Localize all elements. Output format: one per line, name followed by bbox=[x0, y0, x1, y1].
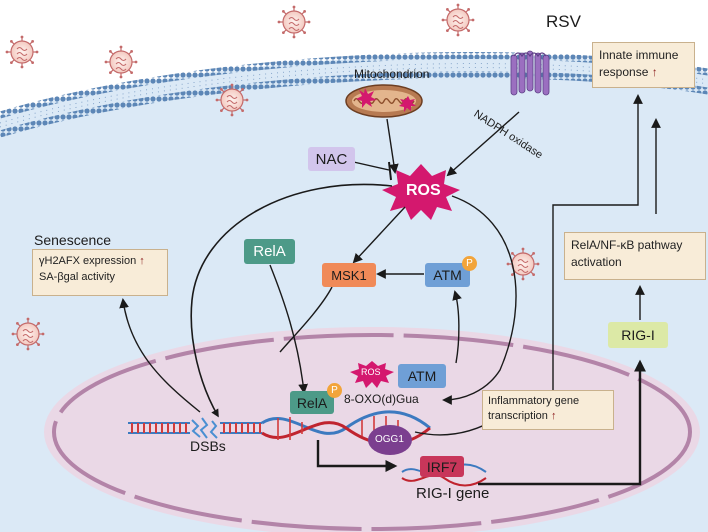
virus-icon bbox=[11, 317, 46, 351]
nuclear-envelope bbox=[52, 333, 692, 531]
virus-icon bbox=[506, 247, 541, 281]
senescence-line-1: γH2AFX expression ↑ bbox=[39, 255, 145, 267]
dna-double-strand-break-icon bbox=[128, 417, 262, 439]
rela-cytoplasm-box: RelA bbox=[244, 239, 295, 264]
msk1-box: MSK1 bbox=[322, 263, 376, 287]
senescence-line-2: SA-βgal activity bbox=[39, 270, 116, 283]
innate-line-2: response ↑ bbox=[599, 65, 658, 80]
ogg1-label: OGG1 bbox=[375, 434, 404, 445]
rig-i-box: RIG-I bbox=[608, 322, 668, 348]
mitochondrion-icon bbox=[345, 84, 423, 118]
nac-box: NAC bbox=[308, 147, 355, 171]
senescence-box: γH2AFX expression ↑ SA-βgal activity bbox=[32, 249, 168, 296]
ros-burst-nucleus bbox=[350, 361, 394, 388]
irf7-box: IRF7 bbox=[420, 456, 464, 477]
inflammatory-line-1: Inflammatory gene bbox=[488, 395, 580, 407]
virus-icon bbox=[277, 5, 311, 40]
phospho-badge-atm: P bbox=[462, 256, 477, 271]
pathway-line-2: activation bbox=[571, 255, 622, 270]
pathway-line-1: RelA/NF-κB pathway bbox=[571, 238, 683, 252]
phospho-badge-rela: P bbox=[327, 383, 342, 398]
rela-nucleus-box: RelA bbox=[290, 391, 334, 414]
virus-icon bbox=[215, 82, 249, 118]
ros-nucleus-label: ROS bbox=[361, 367, 381, 377]
nadph-oxidase-receptor-icon bbox=[510, 50, 550, 96]
dsbs-label: DSBs bbox=[190, 438, 226, 454]
mitochondrion-label: Mitochondrion bbox=[354, 67, 430, 81]
virus-icon bbox=[5, 34, 40, 70]
atm-nucleus-box: ATM bbox=[398, 364, 446, 388]
8-oxo-guanine-label: 8-OXO(d)Gua bbox=[344, 392, 419, 406]
up-arrow-icon: ↑ bbox=[139, 255, 145, 267]
up-arrow-icon: ↑ bbox=[651, 65, 658, 80]
ogg1-enzyme bbox=[368, 425, 412, 455]
rig-i-gene-label: RIG-I gene bbox=[416, 485, 490, 502]
ros-main-label: ROS bbox=[406, 182, 441, 199]
innate-line-1: Innate immune bbox=[599, 48, 679, 62]
senescence-title: Senescence bbox=[34, 232, 112, 248]
inflammatory-line-2: transcription ↑ bbox=[488, 410, 557, 423]
virus-icon bbox=[441, 3, 475, 38]
rela-nfkb-pathway-box: RelA/NF-κB pathway activation bbox=[564, 232, 706, 280]
inflammatory-transcription-box: Inflammatory gene transcription ↑ bbox=[482, 390, 614, 430]
innate-immune-box: Innate immune response ↑ bbox=[592, 42, 695, 88]
virus-icon bbox=[103, 44, 138, 80]
nucleus bbox=[44, 327, 700, 532]
ros-burst bbox=[382, 164, 460, 220]
rsv-label: RSV bbox=[546, 12, 581, 31]
up-arrow-icon: ↑ bbox=[550, 410, 557, 423]
